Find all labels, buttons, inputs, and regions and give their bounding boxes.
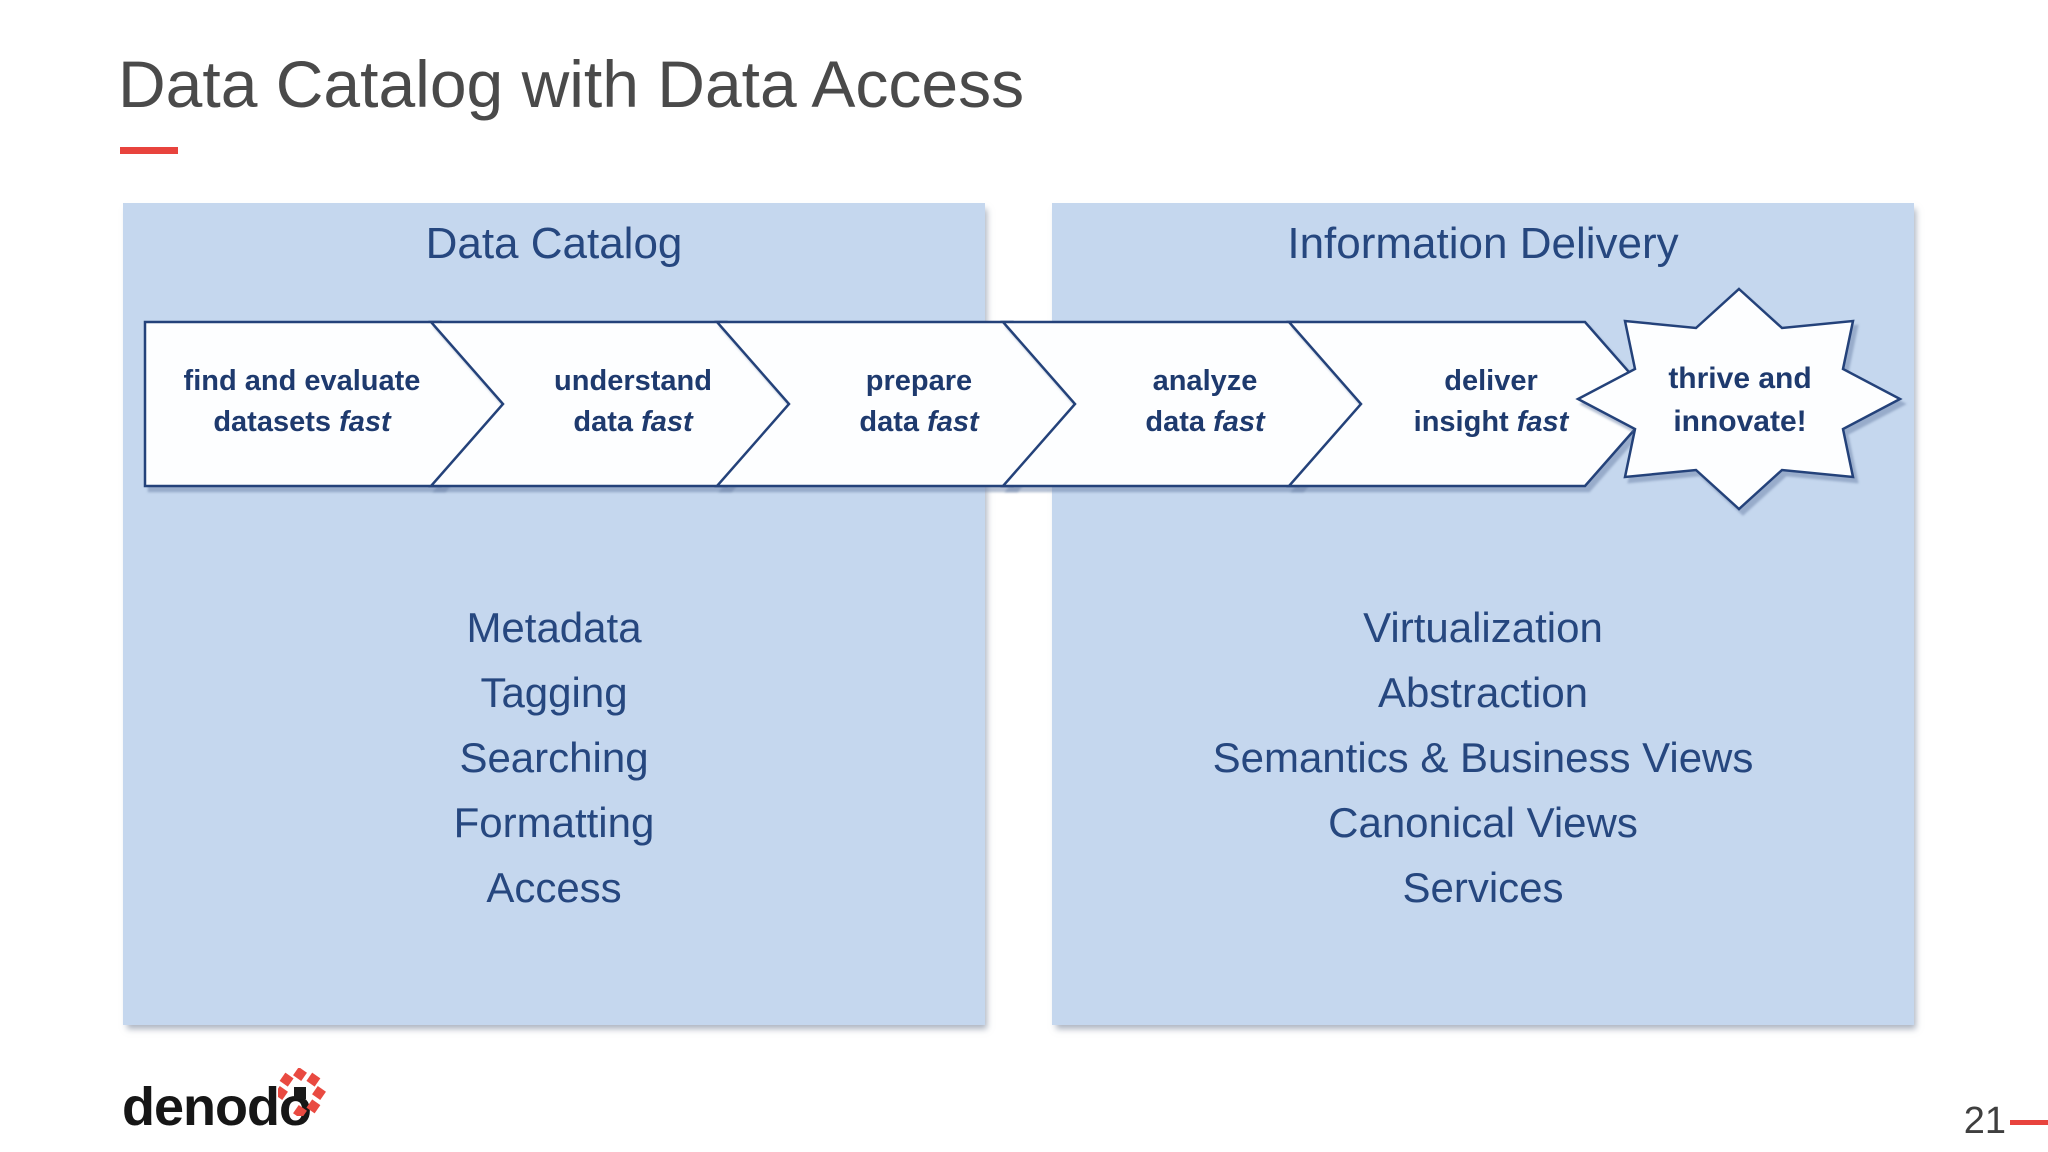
- chevron-line1: analyze: [1152, 365, 1258, 397]
- flow-step-chevron-3: prepare data fast: [713, 318, 1089, 490]
- list-item: Semantics & Business Views: [1212, 734, 1754, 781]
- emphasis-word: fast: [641, 406, 693, 438]
- flow-step-chevron-2: understand data fast: [427, 318, 803, 490]
- list-item: Metadata: [466, 604, 642, 651]
- starburst-shape-icon: [1575, 287, 1903, 511]
- chevron-line2: data fast: [573, 406, 693, 438]
- denodo-logo-dots-icon: [278, 1068, 326, 1116]
- capability-list: Virtualization Abstraction Semantics & B…: [1052, 595, 1914, 920]
- chevron-line2: data fast: [859, 406, 979, 438]
- flow-step-chevron-5: deliver insight fast: [1285, 318, 1661, 490]
- list-item: Tagging: [480, 669, 628, 716]
- flow-finale-star: thrive and innovate!: [1570, 280, 1910, 520]
- list-item: Virtualization: [1363, 604, 1603, 651]
- chevron-label: understand data fast: [489, 318, 777, 486]
- page-number-rule: [2010, 1120, 2048, 1125]
- chevron-label: analyze data fast: [1061, 318, 1349, 486]
- flow-step-chevron-1: find and evaluate datasets fast: [141, 318, 517, 490]
- chevron-shape-icon: [1286, 320, 1659, 488]
- star-line2: innovate!: [1673, 405, 1807, 438]
- list-item: Formatting: [453, 799, 655, 846]
- chevron-label: prepare data fast: [775, 318, 1063, 486]
- chevron-line1: deliver: [1444, 365, 1538, 397]
- chevron-label: deliver insight fast: [1347, 318, 1635, 486]
- list-item: Searching: [459, 734, 649, 781]
- star-line1: thrive and: [1668, 362, 1812, 395]
- chevron-line2: insight fast: [1413, 406, 1569, 438]
- chevron-line1: understand: [554, 365, 712, 397]
- list-item: Canonical Views: [1328, 799, 1638, 846]
- list-item: Access: [486, 864, 622, 911]
- list-item: Services: [1402, 864, 1564, 911]
- panel-title: Information Delivery: [1287, 219, 1679, 268]
- emphasis-word: fast: [339, 406, 391, 438]
- chevron-line1: find and evaluate: [183, 365, 421, 397]
- chevron-line1: prepare: [865, 365, 973, 397]
- emphasis-word: fast: [1213, 406, 1265, 438]
- star-label: thrive and innovate!: [1610, 280, 1870, 520]
- page-title: Data Catalog with Data Access: [118, 47, 1025, 121]
- chevron-line2: data fast: [1145, 406, 1265, 438]
- chevron-line2: datasets fast: [213, 406, 391, 438]
- emphasis-word: fast: [927, 406, 979, 438]
- emphasis-word: fast: [1516, 406, 1569, 438]
- page-number: 21: [1963, 1100, 2006, 1142]
- chevron-label: find and evaluate datasets fast: [157, 318, 447, 486]
- list-item: Abstraction: [1377, 669, 1589, 716]
- capability-list: Metadata Tagging Searching Formatting Ac…: [123, 595, 985, 920]
- title-underline: [120, 147, 178, 154]
- panel-title: Data Catalog: [425, 219, 683, 268]
